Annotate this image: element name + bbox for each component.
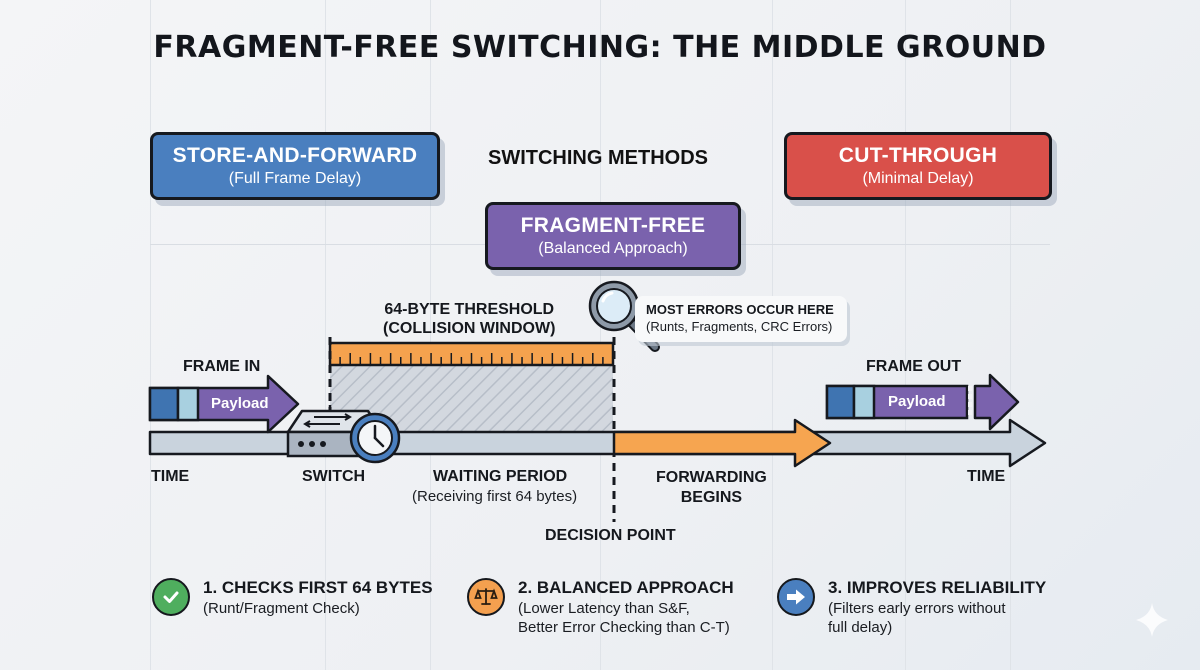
- forwarding-label: FORWARDING BEGINS: [656, 468, 767, 508]
- callout-detail: (Runts, Fragments, CRC Errors): [646, 319, 833, 334]
- method-fragment-free: FRAGMENT-FREE (Balanced Approach): [485, 202, 741, 270]
- benefit-item: 3. IMPROVES RELIABILITY (Filters early e…: [777, 578, 1046, 637]
- method-cut-through: CUT-THROUGH (Minimal Delay): [784, 132, 1052, 200]
- waiting-period-label: WAITING PERIOD: [433, 468, 568, 485]
- method-name: STORE-AND-FORWARD: [172, 144, 418, 167]
- waiting-period-detail: (Receiving first 64 bytes): [412, 488, 578, 505]
- threshold-line1: 64-BYTE THRESHOLD: [384, 301, 555, 318]
- method-store-and-forward: STORE-AND-FORWARD (Full Frame Delay): [150, 132, 440, 200]
- grid-line: [150, 0, 151, 670]
- check-icon: [152, 578, 190, 616]
- method-name: CUT-THROUGH: [838, 144, 998, 167]
- frame-out: [825, 373, 1020, 431]
- payload-label: Payload: [211, 395, 269, 412]
- threshold-ruler: [328, 341, 615, 367]
- method-subtitle: (Balanced Approach): [538, 240, 688, 257]
- ruler-ticks: [339, 353, 604, 365]
- benefit-item: 2. BALANCED APPROACH (Lower Latency than…: [467, 578, 734, 637]
- benefit-desc: (Filters early errors without: [828, 600, 1006, 617]
- switch-label: SWITCH: [302, 468, 366, 485]
- decision-point-label: DECISION POINT: [545, 527, 676, 544]
- callout-title: MOST ERRORS OCCUR HERE: [646, 302, 834, 317]
- time-label-left: TIME: [151, 468, 190, 485]
- time-label-right: TIME: [967, 468, 1006, 485]
- grid-line: [600, 0, 601, 670]
- threshold-label: 64-BYTE THRESHOLD (COLLISION WINDOW): [383, 300, 555, 338]
- frame-in-label: FRAME IN: [183, 358, 261, 375]
- frame-in: [148, 374, 300, 434]
- payload-label: Payload: [888, 393, 946, 410]
- benefit-desc: (Runt/Fragment Check): [203, 600, 360, 617]
- forwarding-arrow: [612, 418, 832, 468]
- grid-line: [430, 0, 431, 670]
- errors-callout: MOST ERRORS OCCUR HERE (Runts, Fragments…: [635, 296, 847, 342]
- benefit-title: 3. IMPROVES RELIABILITY: [828, 578, 1047, 597]
- grid-line: [905, 0, 906, 670]
- forwarding-line2: BEGINS: [680, 489, 743, 506]
- forwarding-line1: FORWARDING: [656, 469, 767, 486]
- sparkle-icon: [1136, 603, 1168, 637]
- threshold-line2: (COLLISION WINDOW): [383, 320, 556, 337]
- frame-out-label: FRAME OUT: [866, 358, 962, 375]
- page-title: FRAGMENT-FREE SWITCHING: THE MIDDLE GROU…: [153, 30, 1047, 65]
- arrow-right-icon: [777, 578, 815, 616]
- benefit-title: 1. CHECKS FIRST 64 BYTES: [203, 578, 433, 597]
- grid-line: [325, 0, 326, 670]
- switching-methods-heading: SWITCHING METHODS: [488, 147, 708, 169]
- method-subtitle: (Minimal Delay): [862, 170, 974, 187]
- scales-icon: [467, 578, 505, 616]
- method-subtitle: (Full Frame Delay): [228, 170, 362, 187]
- benefit-desc: full delay): [828, 619, 893, 636]
- method-name: FRAGMENT-FREE: [520, 214, 706, 237]
- benefit-desc: Better Error Checking than C-T): [518, 619, 730, 636]
- grid-line: [1010, 0, 1011, 670]
- benefit-item: 1. CHECKS FIRST 64 BYTES (Runt/Fragment …: [152, 578, 433, 618]
- benefit-title: 2. BALANCED APPROACH: [518, 578, 734, 597]
- clock-icon: [349, 412, 401, 464]
- benefit-desc: (Lower Latency than S&F,: [518, 600, 690, 617]
